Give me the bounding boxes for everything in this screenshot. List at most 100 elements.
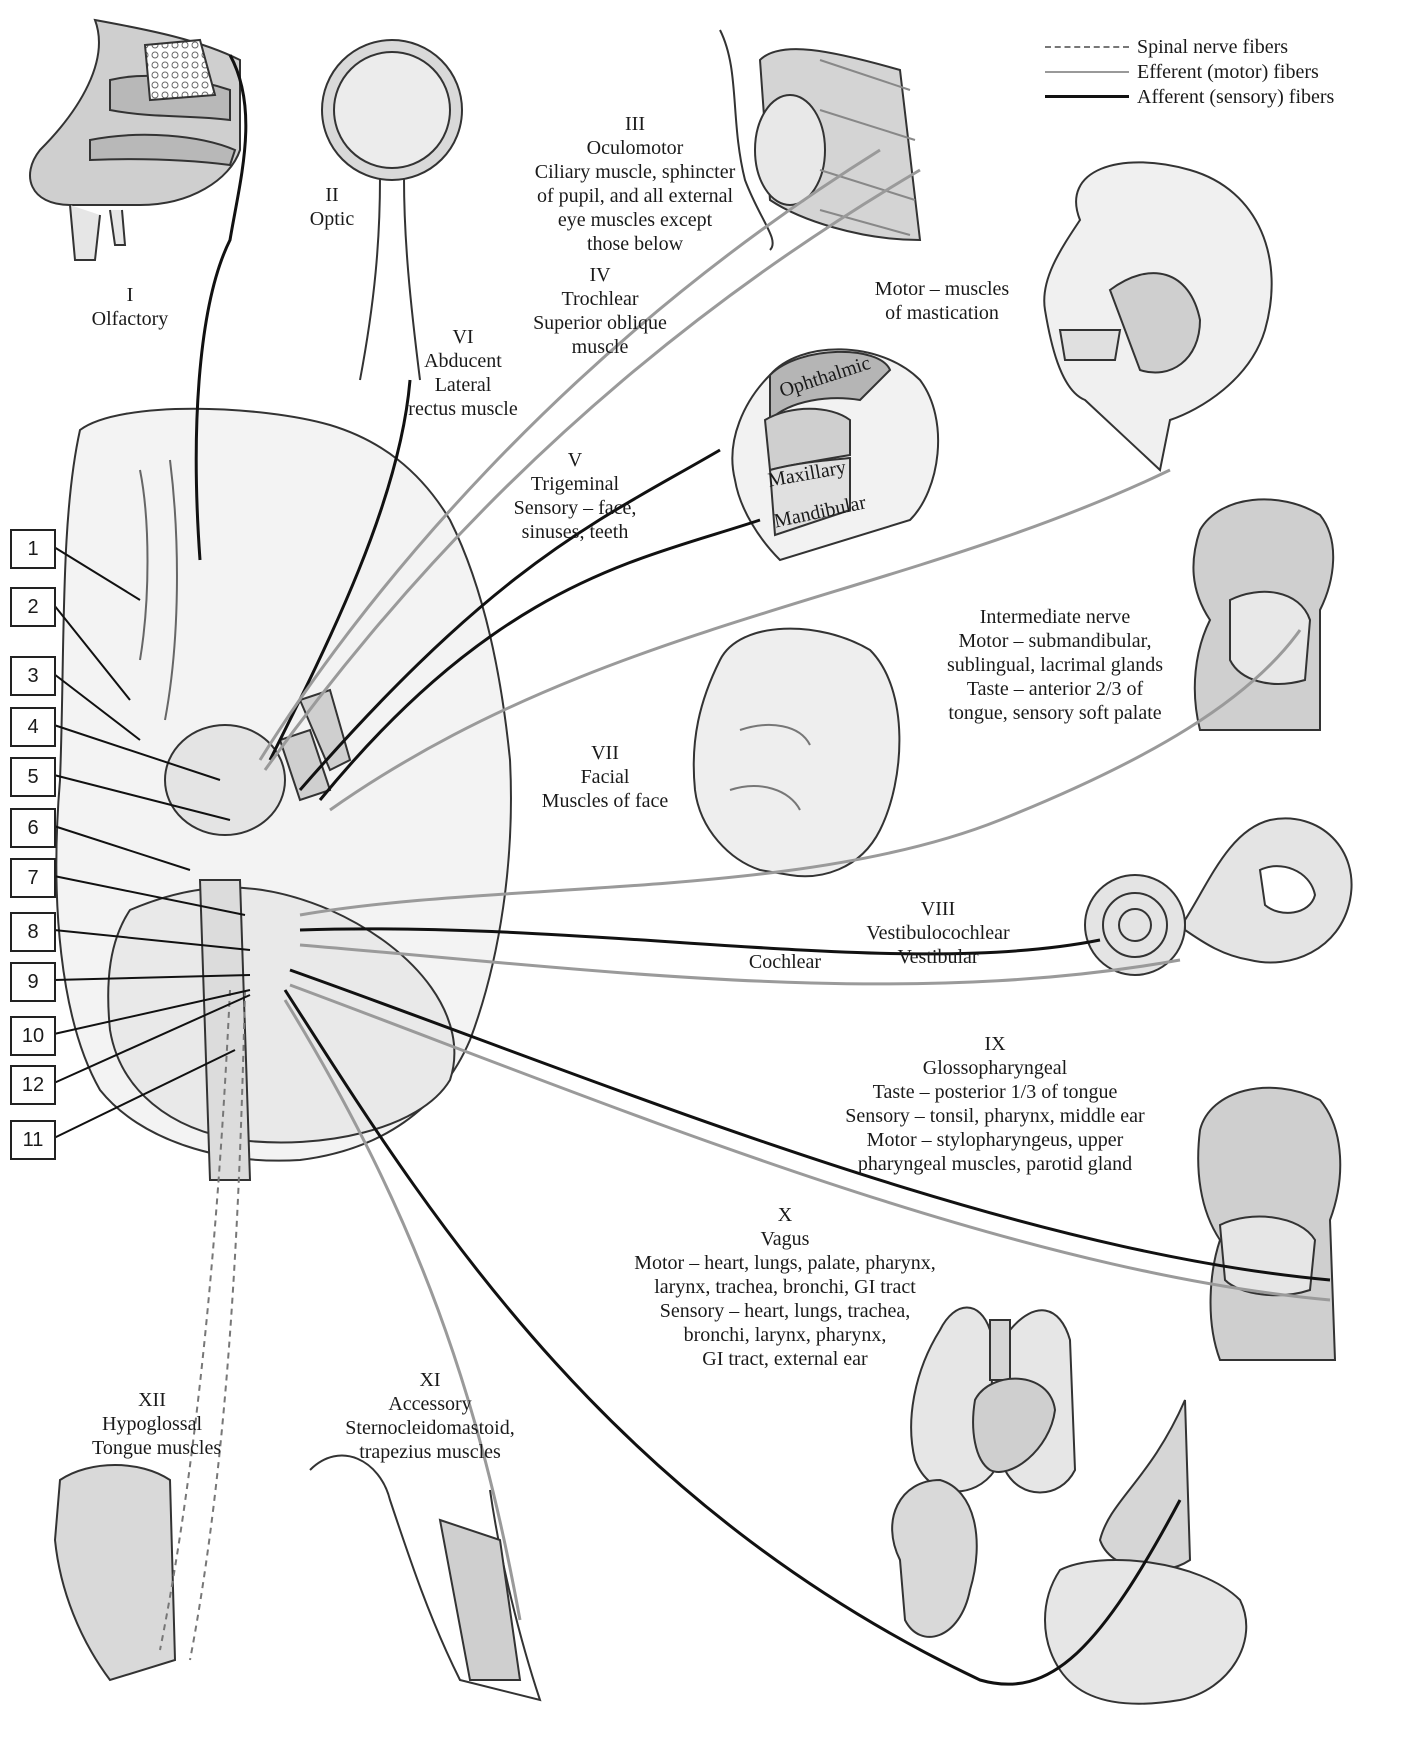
- label-oculomotor: III Oculomotor Ciliary muscle, sphincter…: [505, 112, 765, 256]
- label-abducent: VI Abducent Lateral rectus muscle: [388, 325, 538, 421]
- label-optic: II Optic: [292, 183, 372, 231]
- nerve-numeral: IV: [520, 263, 680, 287]
- nerve-desc: Taste – posterior 1/3 of tongue: [800, 1080, 1190, 1104]
- nerve-name: Olfactory: [75, 307, 185, 331]
- nerve-numeral: III: [505, 112, 765, 136]
- number-box-3: 3: [10, 656, 56, 696]
- number-box-5: 5: [10, 757, 56, 797]
- label-cochlear: Cochlear: [730, 950, 840, 974]
- number-box-12: 12: [10, 1065, 56, 1105]
- nerve-name: Facial: [525, 765, 685, 789]
- facial-muscles-figure: [694, 629, 900, 877]
- nerve-desc: Sensory – heart, lungs, trachea,: [590, 1299, 980, 1323]
- label-trigeminal-motor: Motor – muscles of mastication: [852, 277, 1032, 325]
- nerve-numeral: VIII: [838, 897, 1038, 921]
- number-box-7: 7: [10, 858, 56, 898]
- nerve-numeral: IX: [800, 1032, 1190, 1056]
- nerve-desc: of mastication: [852, 301, 1032, 325]
- legend-label: Efferent (motor) fibers: [1137, 59, 1319, 85]
- legend-item-efferent: Efferent (motor) fibers: [1045, 59, 1334, 84]
- legend-label: Afferent (sensory) fibers: [1137, 84, 1334, 110]
- label-hypoglossal: XII Hypoglossal Tongue muscles: [92, 1388, 212, 1460]
- label-vestibulocochlear: VIII Vestibulocochlear Vestibular: [838, 897, 1038, 969]
- nerve-name: Oculomotor: [505, 136, 765, 160]
- nerve-name: Glossopharyngeal: [800, 1056, 1190, 1080]
- nerve-desc: Vestibular: [838, 945, 1038, 969]
- nerve-desc: Motor – heart, lungs, palate, pharynx,: [590, 1251, 980, 1275]
- nasal-cavity-figure: [30, 20, 240, 260]
- sternocleidomastoid-figure: [310, 1456, 540, 1700]
- nerve-numeral: XI: [320, 1368, 540, 1392]
- nerve-desc: Muscles of face: [525, 789, 685, 813]
- label-vagus: X Vagus Motor – heart, lungs, palate, ph…: [590, 1203, 980, 1371]
- nerve-name: Vagus: [590, 1227, 980, 1251]
- head-mastication-figure: [1044, 162, 1271, 470]
- black-line-swatch: [1045, 95, 1129, 98]
- nerve-desc: larynx, trachea, bronchi, GI tract: [590, 1275, 980, 1299]
- nerve-desc: Sternocleidomastoid,: [320, 1416, 540, 1440]
- label-accessory: XI Accessory Sternocleidomastoid, trapez…: [320, 1368, 540, 1464]
- nerve-desc: Intermediate nerve: [910, 605, 1200, 629]
- nerve-desc: muscle: [520, 335, 680, 359]
- number-box-1: 1: [10, 529, 56, 569]
- legend-label: Spinal nerve fibers: [1137, 34, 1288, 60]
- label-olfactory: I Olfactory: [75, 283, 185, 331]
- nerve-name: Optic: [292, 207, 372, 231]
- nerve-desc: rectus muscle: [388, 397, 538, 421]
- nerve-desc: of pupil, and all external: [505, 184, 765, 208]
- number-box-8: 8: [10, 912, 56, 952]
- head-section-intermediate-figure: [1193, 499, 1333, 730]
- nerve-desc: pharyngeal muscles, parotid gland: [800, 1152, 1190, 1176]
- nerve-desc: sublingual, lacrimal glands: [910, 653, 1200, 677]
- dashed-line-swatch: [1045, 46, 1129, 48]
- nerve-desc: Superior oblique: [520, 311, 680, 335]
- number-box-4: 4: [10, 707, 56, 747]
- gray-line-swatch: [1045, 71, 1129, 73]
- nerve-desc: sinuses, teeth: [495, 520, 655, 544]
- nerve-desc: Lateral: [388, 373, 538, 397]
- pharynx-section-figure: [1198, 1088, 1340, 1360]
- nerve-name: Accessory: [320, 1392, 540, 1416]
- legend-item-afferent: Afferent (sensory) fibers: [1045, 84, 1334, 109]
- nerve-desc: Ciliary muscle, sphincter: [505, 160, 765, 184]
- nerve-desc: Tongue muscles: [92, 1436, 212, 1460]
- nerve-numeral: I: [75, 283, 185, 307]
- nerve-desc: Motor – stylopharyngeus, upper: [800, 1128, 1190, 1152]
- nerve-numeral: X: [590, 1203, 980, 1227]
- number-box-10: 10: [10, 1016, 56, 1056]
- nerve-desc: those below: [505, 232, 765, 256]
- fiber-legend: Spinal nerve fibers Efferent (motor) fib…: [1045, 34, 1334, 109]
- nerve-desc: trapezius muscles: [320, 1440, 540, 1464]
- gi-tract-figure: [1045, 1400, 1246, 1704]
- inner-ear-figure: [1085, 818, 1352, 975]
- legend-item-spinal: Spinal nerve fibers: [1045, 34, 1334, 59]
- nerve-numeral: II: [292, 183, 372, 207]
- label-trochlear: IV Trochlear Superior oblique muscle: [520, 263, 680, 359]
- tongue-neck-figure: [55, 1465, 175, 1680]
- number-box-6: 6: [10, 808, 56, 848]
- nerve-desc: Motor – submandibular,: [910, 629, 1200, 653]
- brain-base-figure: [56, 409, 511, 1180]
- nerve-desc: GI tract, external ear: [590, 1347, 980, 1371]
- nerve-numeral: VI: [388, 325, 538, 349]
- nerve-desc: Sensory – tonsil, pharynx, middle ear: [800, 1104, 1190, 1128]
- external-ear-figure: [892, 1480, 977, 1637]
- label-facial: VII Facial Muscles of face: [525, 741, 685, 813]
- number-box-2: 2: [10, 587, 56, 627]
- label-glossopharyngeal: IX Glossopharyngeal Taste – posterior 1/…: [800, 1032, 1190, 1176]
- nerve-numeral: VII: [525, 741, 685, 765]
- nerve-numeral: V: [495, 448, 655, 472]
- nerve-desc: Motor – muscles: [852, 277, 1032, 301]
- nerve-desc: Taste – anterior 2/3 of: [910, 677, 1200, 701]
- label-trigeminal: V Trigeminal Sensory – face, sinuses, te…: [495, 448, 655, 544]
- nerve-desc: eye muscles except: [505, 208, 765, 232]
- nerve-desc: tongue, sensory soft palate: [910, 701, 1200, 725]
- nerve-numeral: XII: [92, 1388, 212, 1412]
- nerve-desc: bronchi, larynx, pharynx,: [590, 1323, 980, 1347]
- nerve-name: Hypoglossal: [92, 1412, 212, 1436]
- nerve-name: Trigeminal: [495, 472, 655, 496]
- nerve-name: Trochlear: [520, 287, 680, 311]
- nerve-name: Vestibulocochlear: [838, 921, 1038, 945]
- nerve-name: Abducent: [388, 349, 538, 373]
